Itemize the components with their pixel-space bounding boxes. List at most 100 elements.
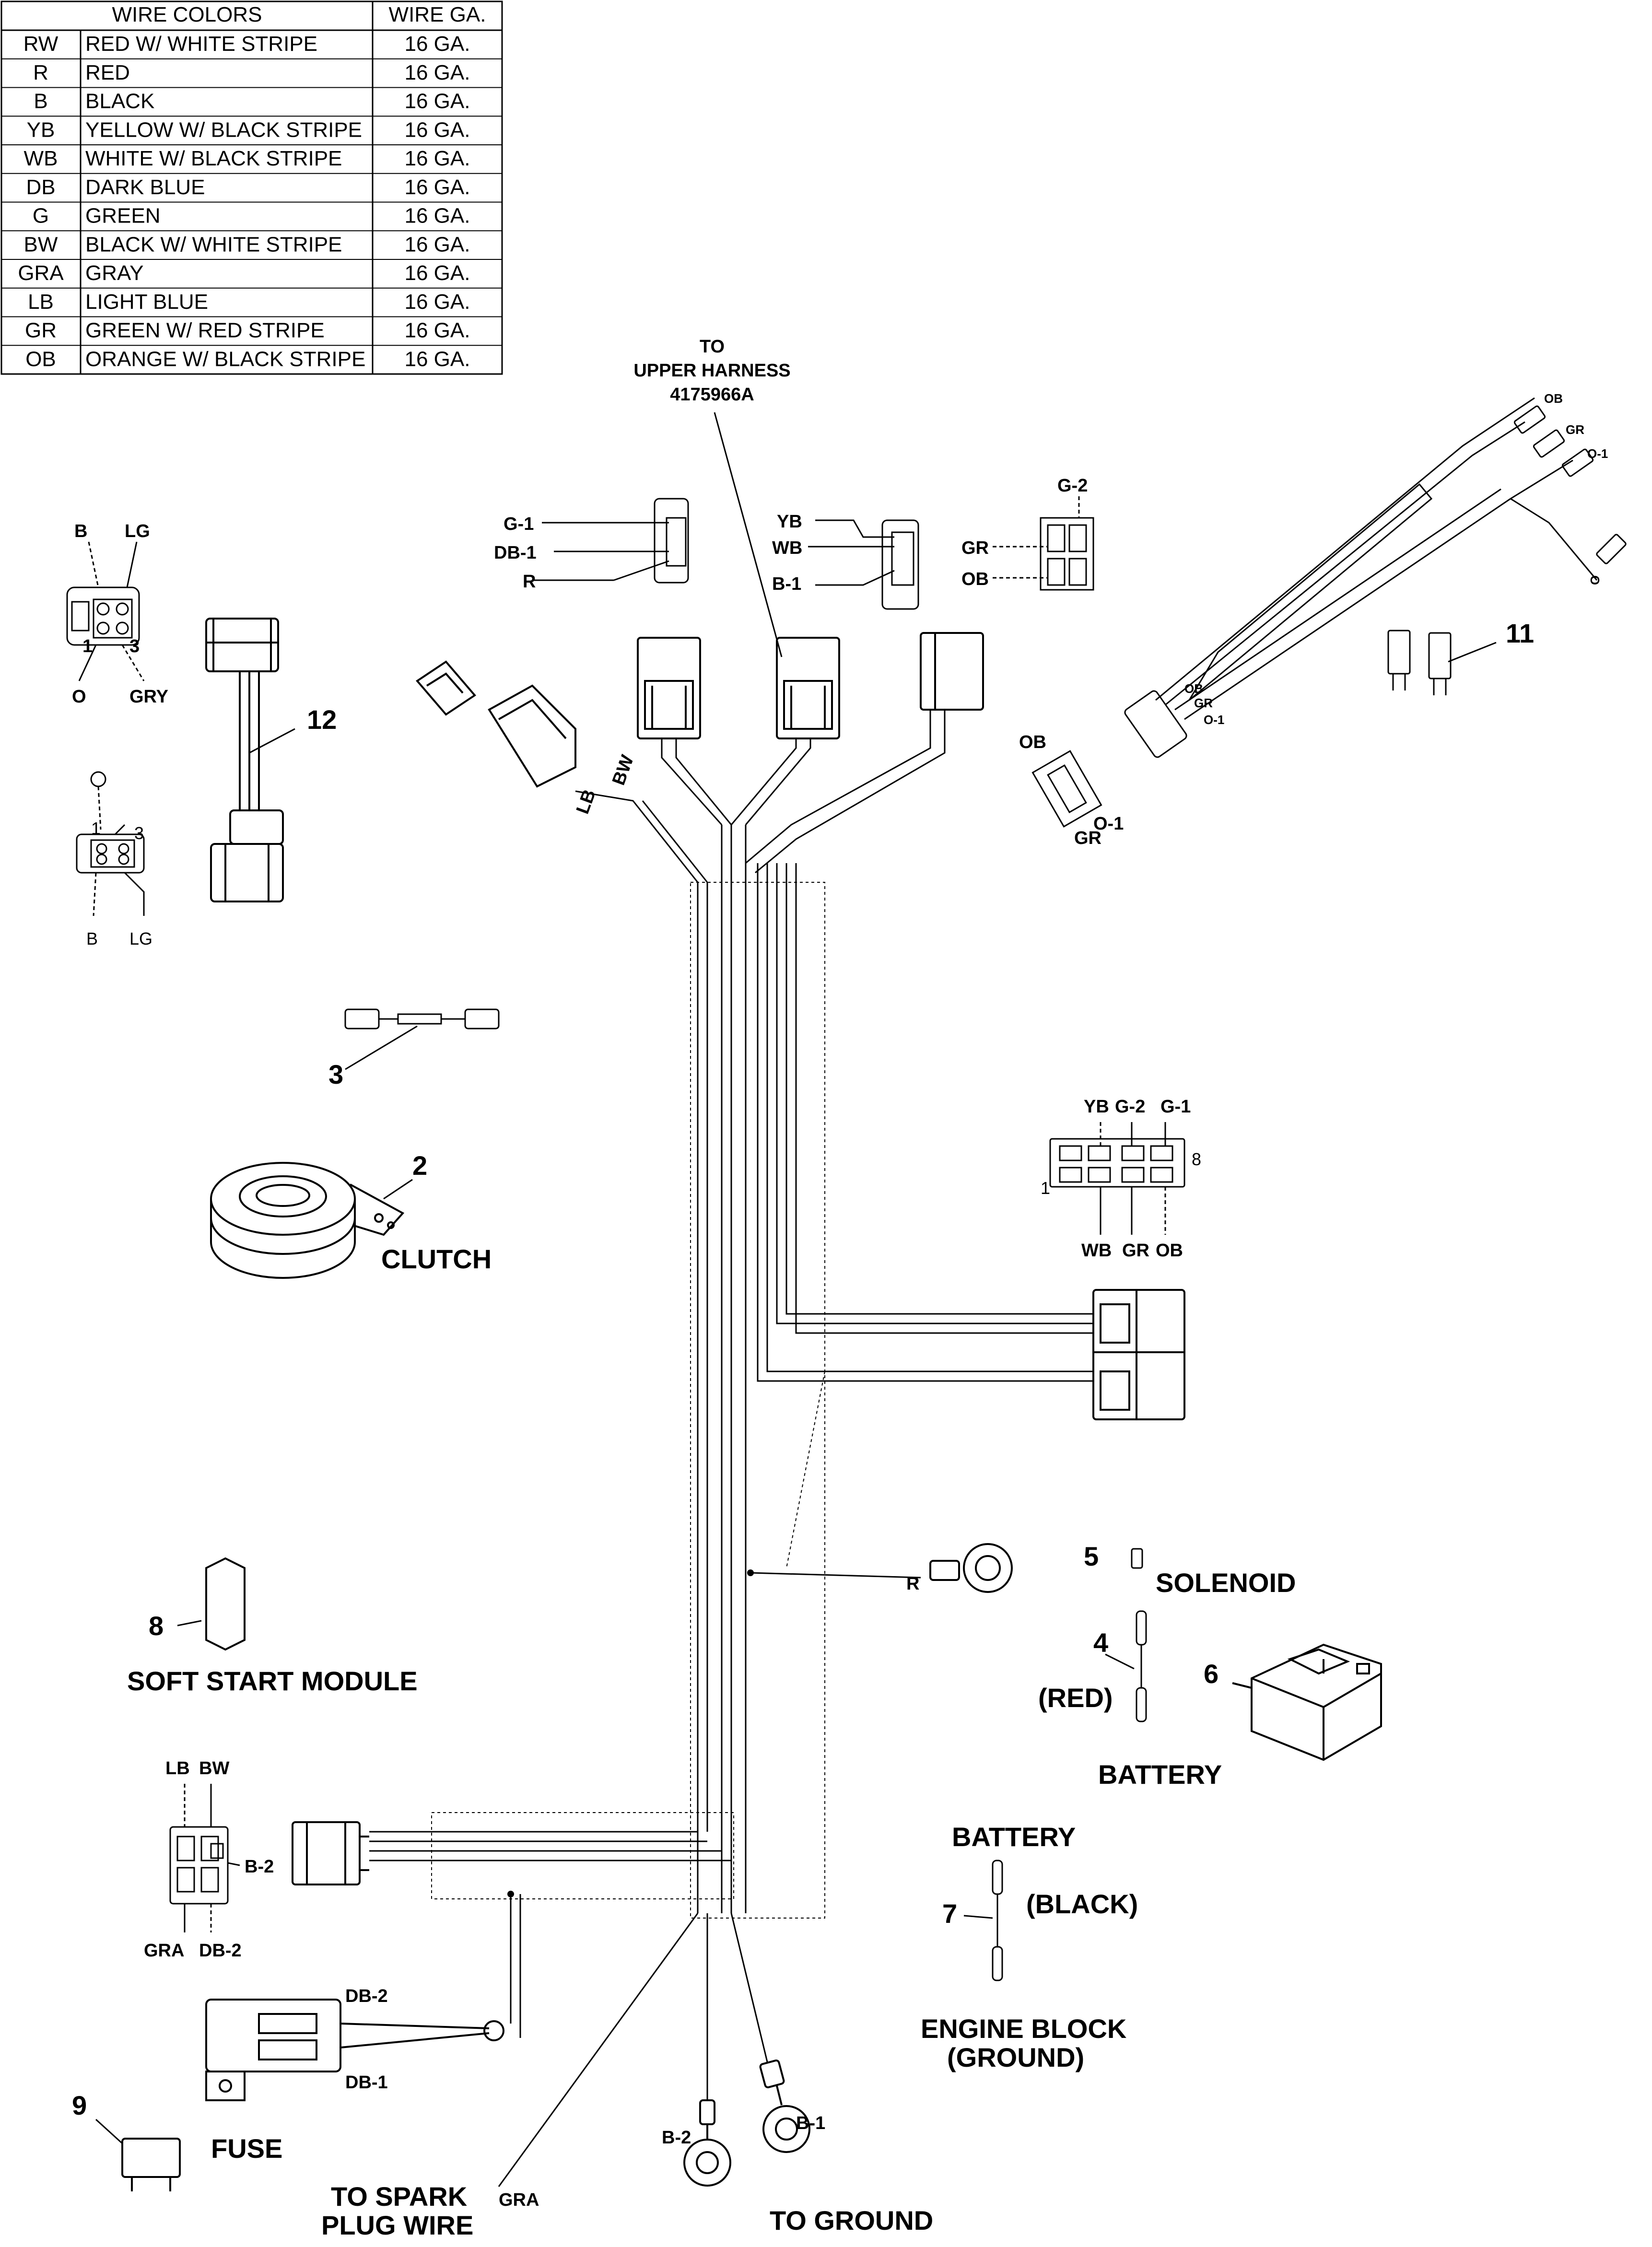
callout-7: 7	[942, 1898, 957, 1929]
label-ground-paren: (GROUND)	[947, 2042, 1084, 2072]
fuse-holder	[205, 1891, 514, 2101]
b1-ring-terminal	[759, 2060, 810, 2153]
callout-8: 8	[149, 1611, 164, 1641]
table-cell-gauge: 16 GA.	[405, 261, 470, 285]
table-cell-color: YELLOW W/ BLACK STRIPE	[85, 118, 362, 141]
callout-11: 11	[1506, 618, 1534, 648]
harness-dotted-outlines	[431, 882, 825, 1919]
label-o1-plug: O-1	[1093, 814, 1124, 834]
label-ob-tr1: OB	[1544, 391, 1563, 406]
item-11-relays	[1387, 630, 1497, 695]
lb-bw-connector	[488, 684, 576, 788]
label-b2-bl: B-2	[245, 1857, 274, 1877]
table-cell-color: ORANGE W/ BLACK STRIPE	[85, 347, 365, 371]
yb-wb-b1-connector-detail	[808, 519, 919, 610]
label-lg-ml: LG	[129, 929, 152, 948]
table-cell-gauge: 16 GA.	[405, 204, 470, 228]
table-cell-gauge: 16 GA.	[405, 347, 470, 371]
label-b-ml: B	[86, 929, 98, 948]
label-wb-top: WB	[772, 538, 802, 558]
label-battery-1: BATTERY	[1098, 1759, 1222, 1790]
label-8-8pin: 8	[1192, 1149, 1201, 1169]
callout-4: 4	[1093, 1627, 1108, 1658]
label-bw-bl: BW	[199, 1758, 229, 1779]
label-gra-spark: GRA	[499, 2190, 539, 2210]
label-3-ml: 3	[134, 823, 144, 843]
bottom-left-harness-connector	[292, 1821, 369, 1885]
table-cell-gauge: 16 GA.	[405, 90, 470, 113]
table-cell-color: GRAY	[85, 261, 143, 285]
table-cell-code: GR	[25, 319, 57, 342]
callout-3: 3	[328, 1059, 343, 1089]
ob-gr-o1-plug	[1031, 750, 1102, 828]
label-gr-tr2: GR	[1194, 696, 1213, 710]
label-bw-vertical: BW	[609, 752, 638, 788]
label-1-tl: 1	[82, 636, 93, 656]
four-pin-connector-top-left	[66, 541, 145, 681]
upper-harness-leader	[714, 412, 783, 657]
label-o-tl: O	[72, 687, 86, 707]
item-3-diode-jumper	[344, 1008, 500, 1070]
b2-ring-terminal	[683, 2099, 731, 2187]
table-header-gauge: WIRE GA.	[389, 3, 486, 26]
label-black: (BLACK)	[1026, 1889, 1138, 1919]
label-g1: G-1	[504, 514, 534, 534]
label-o-ring2: O	[1588, 575, 1602, 585]
item-12-jumper-harness	[205, 618, 295, 902]
label-b2-ring: B-2	[662, 2128, 691, 2148]
label-to-ground: TO GROUND	[770, 2205, 933, 2235]
table-cell-code: BW	[24, 233, 58, 256]
top-connector-left	[637, 637, 701, 739]
item-8-soft-start-module	[177, 1557, 246, 1651]
label-yb-top: YB	[777, 512, 802, 532]
r-ring-terminal	[747, 1543, 1013, 1593]
label-to-spark-1: TO SPARK	[331, 2181, 467, 2212]
table-cell-gauge: 16 GA.	[405, 32, 470, 56]
label-gr-tr1: GR	[1566, 422, 1584, 437]
table-cell-code: LB	[28, 290, 54, 314]
table-cell-code: DB	[26, 176, 55, 199]
table-header-colors: WIRE COLORS	[112, 3, 262, 26]
label-ob-top: OB	[961, 569, 989, 589]
label-ob-8pin: OB	[1156, 1241, 1183, 1261]
label-db1-fuse: DB-1	[345, 2072, 388, 2093]
label-db1: DB-1	[494, 543, 537, 563]
label-ob-plug: OB	[1019, 732, 1046, 752]
callout-5: 5	[1084, 1541, 1099, 1571]
label-battery-2: BATTERY	[952, 1822, 1076, 1852]
label-gra-bl: GRA	[144, 1941, 184, 1961]
wire-table-row-lines	[1, 58, 502, 346]
item-7-black-cable	[963, 1860, 1003, 1981]
g1-db1-r-connector-detail	[532, 498, 689, 584]
table-cell-code: B	[34, 90, 47, 113]
label-g2-8pin: G-2	[1115, 1097, 1145, 1117]
item-9-fuse	[95, 2118, 181, 2191]
label-b1-top: B-1	[772, 574, 801, 594]
table-cell-color: BLACK W/ WHITE STRIPE	[85, 233, 342, 256]
eight-pin-connector-detail	[1049, 1122, 1185, 1235]
lb-bw-detail-connector	[169, 1784, 240, 1932]
table-cell-gauge: 16 GA.	[405, 290, 470, 314]
label-b-tl: B	[74, 521, 87, 541]
table-cell-gauge: 16 GA.	[405, 176, 470, 199]
label-upper-harness-2: UPPER HARNESS	[633, 361, 790, 381]
callout-12: 12	[307, 704, 337, 735]
label-1-8pin: 1	[1041, 1178, 1050, 1198]
table-cell-color: WHITE W/ BLACK STRIPE	[85, 147, 342, 170]
label-b1-ring: B-1	[796, 2113, 825, 2133]
label-3-tl: 3	[129, 636, 140, 656]
table-cell-color: RED W/ WHITE STRIPE	[85, 32, 317, 56]
top-connector-right	[920, 632, 984, 711]
label-upper-harness-1: TO	[700, 337, 725, 357]
callout-2: 2	[412, 1150, 427, 1181]
label-gr-plug: GR	[1074, 828, 1101, 848]
label-o1-tr1: O-1	[1587, 446, 1608, 461]
label-red: (RED)	[1038, 1683, 1113, 1713]
item-2-clutch	[210, 1162, 413, 1279]
label-engine-block: ENGINE BLOCK	[921, 2013, 1126, 2044]
table-cell-code: OB	[25, 347, 56, 371]
callout-6: 6	[1204, 1659, 1218, 1689]
callout-9: 9	[72, 2090, 87, 2120]
table-cell-code: WB	[24, 147, 58, 170]
